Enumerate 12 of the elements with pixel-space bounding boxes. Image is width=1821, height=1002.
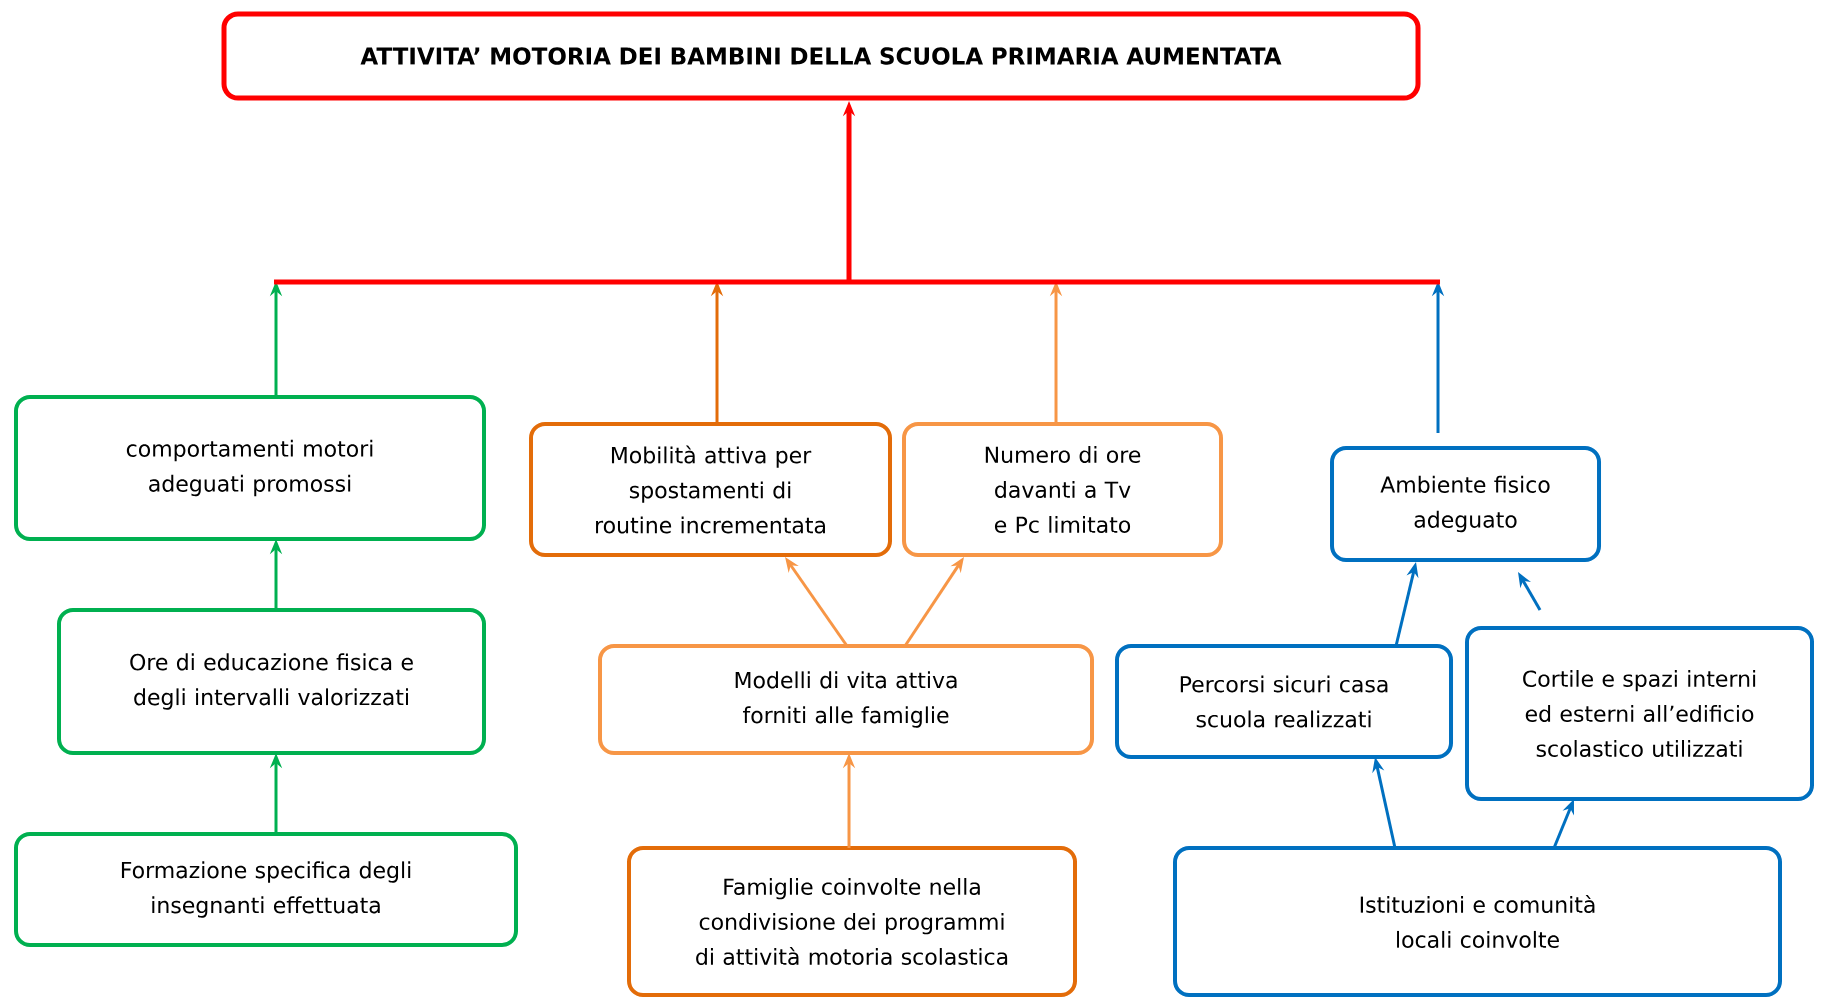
process-box: Modelli di vita attiva forniti alle famiglie xyxy=(598,644,1094,755)
title-box: ATTIVITA’ MOTORIA DEI BAMBINI DELLA SCUOLA PRIMARIA AUMENTATA xyxy=(221,11,1421,101)
process-box: Istituzioni e comunità locali coinvolte xyxy=(1173,846,1782,997)
process-box: Ore di educazione fisica e degli intervalli valorizzati xyxy=(57,608,486,755)
process-box: Ambiente fisico adeguato xyxy=(1330,446,1601,562)
process-box: Formazione specifica degli insegnanti effettuata xyxy=(14,832,518,947)
process-box: Famiglie coinvolte nella condivisione dei programmi di attività motoria scolastica xyxy=(627,846,1077,997)
process-box: Percorsi sicuri casa scuola realizzati xyxy=(1115,644,1453,759)
process-box: Cortile e spazi interni ed esterni all’edificio scolastico utilizzati xyxy=(1465,626,1814,801)
process-box: comportamenti motori adeguati promossi xyxy=(14,395,486,541)
process-box: Mobilità attiva per spostamenti di routine incrementata xyxy=(529,422,892,557)
process-box: Numero di ore davanti a Tv e Pc limitato xyxy=(902,422,1223,557)
